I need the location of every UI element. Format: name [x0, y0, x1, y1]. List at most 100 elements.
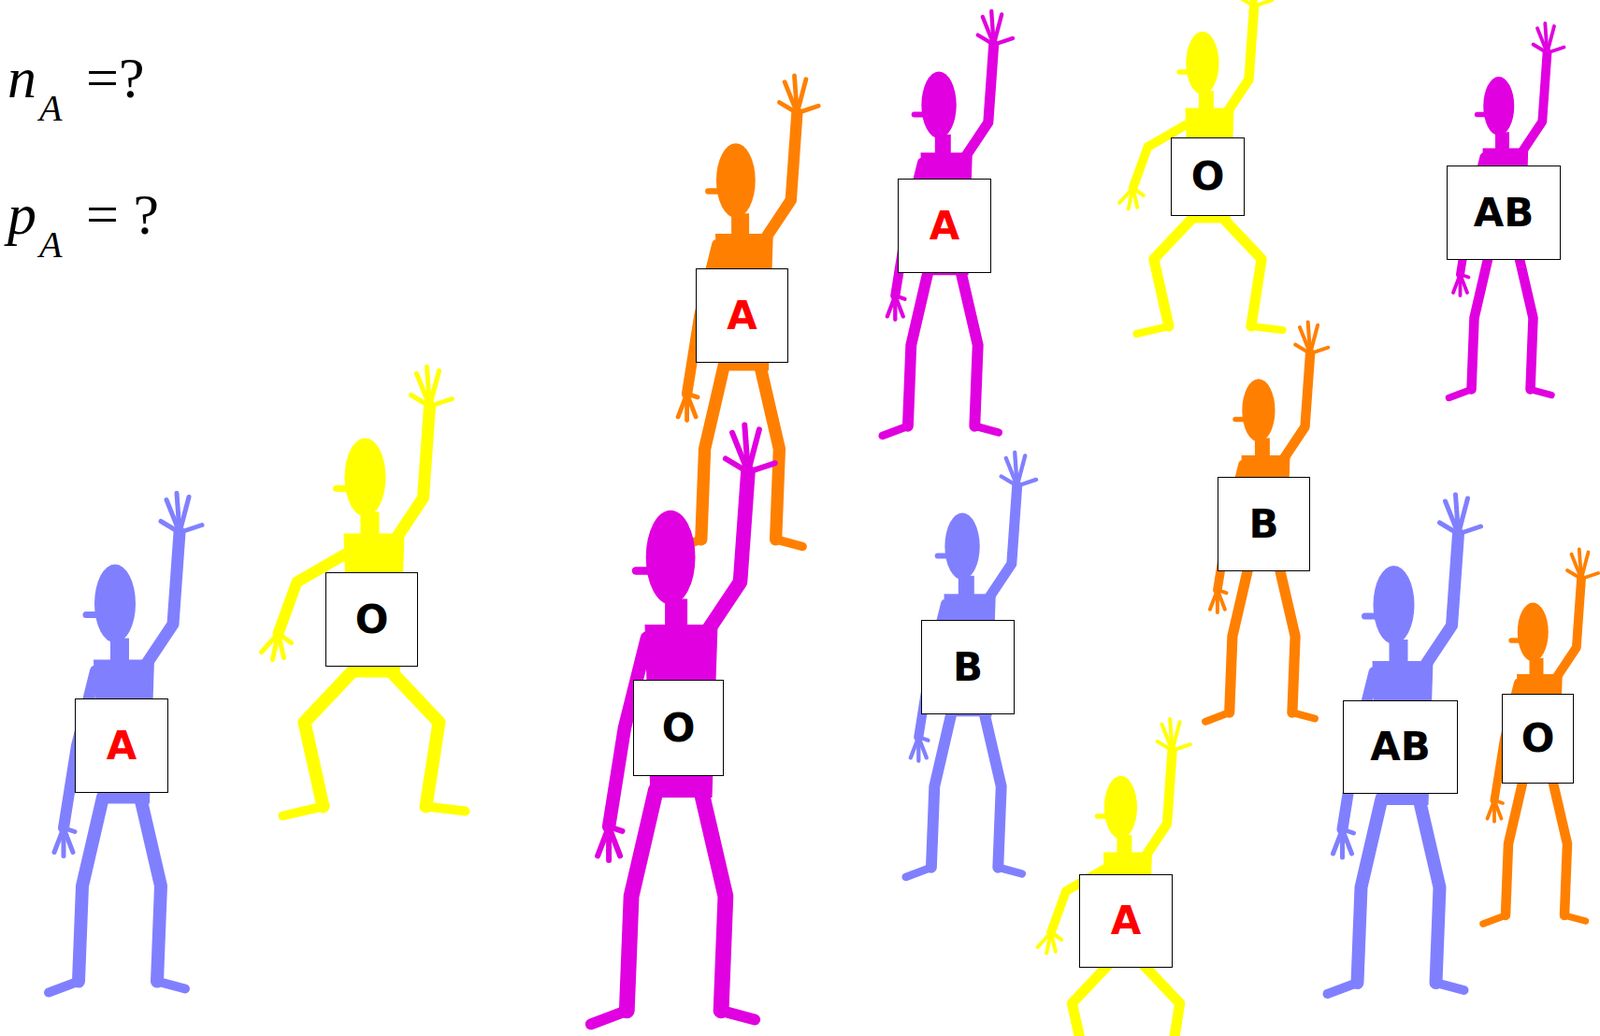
limb [626, 790, 656, 1011]
head [1185, 31, 1219, 95]
math-label: A [39, 89, 62, 128]
limb [1137, 326, 1169, 334]
limb [411, 395, 431, 407]
limb [1555, 578, 1582, 679]
limb [1133, 187, 1144, 196]
blood-type-box: A [695, 268, 789, 363]
blood-type-label: A [929, 206, 961, 246]
limb [1521, 53, 1548, 154]
limb [908, 269, 929, 426]
limb [1440, 522, 1459, 534]
limb [1051, 932, 1062, 940]
blood-type-label: AB [1473, 193, 1535, 233]
limb [426, 807, 466, 812]
limb [706, 472, 749, 634]
limb [1310, 325, 1318, 354]
limb [796, 105, 819, 114]
head [716, 143, 756, 218]
limb [960, 269, 979, 426]
limb [778, 102, 797, 114]
limb [283, 807, 324, 817]
limb [160, 521, 180, 534]
head [921, 72, 956, 139]
math-label: =? [86, 48, 145, 107]
limb [1239, 0, 1255, 7]
limb [1254, 0, 1272, 6]
limb [635, 566, 657, 575]
limb [48, 981, 79, 994]
head [1104, 776, 1138, 839]
stick-figure [906, 452, 1037, 878]
limb [1530, 389, 1553, 396]
limb [994, 14, 1003, 44]
limb [140, 797, 161, 982]
limb [1157, 741, 1173, 751]
limb [1172, 721, 1181, 750]
limb [590, 1010, 627, 1024]
blood-type-box: O [1170, 137, 1245, 217]
head [1241, 378, 1275, 442]
blood-type-box: AB [1446, 165, 1561, 260]
blood-type-box: AB [1342, 700, 1458, 794]
limb [1017, 479, 1037, 487]
limb [1001, 476, 1018, 487]
blood-type-box: B [1217, 476, 1311, 572]
stick-figure [1483, 549, 1599, 925]
blood-type-box: O [633, 679, 724, 777]
limb [1419, 798, 1441, 983]
head [1483, 76, 1514, 136]
limb [430, 371, 440, 407]
limb [1310, 347, 1328, 354]
limb [157, 981, 186, 990]
limb [1205, 712, 1230, 722]
limb [1217, 590, 1227, 593]
blood-type-box: O [1501, 693, 1574, 784]
limb [179, 525, 202, 534]
limb [1172, 744, 1191, 750]
math-label: n [7, 48, 37, 107]
limb [390, 671, 440, 808]
limb [1458, 526, 1482, 534]
blood-type-box: O [325, 572, 419, 667]
limb [748, 429, 760, 473]
limb [86, 611, 103, 619]
head [944, 513, 980, 580]
limb [1153, 217, 1194, 327]
limb [1477, 112, 1491, 117]
limb [882, 426, 909, 436]
limb [1483, 915, 1506, 924]
limb [1505, 777, 1525, 916]
limb [1282, 353, 1312, 461]
blood-type-label: O [1191, 157, 1226, 197]
limb [914, 112, 929, 118]
limb [1223, 217, 1263, 327]
limb [937, 553, 952, 560]
limb [395, 406, 431, 541]
limb [748, 462, 776, 473]
limb [1357, 798, 1383, 983]
blood-type-box: A [897, 178, 992, 274]
limb [1071, 962, 1111, 1036]
limb [304, 671, 354, 808]
blood-type-box: A [74, 698, 169, 793]
stick-figure [1037, 719, 1201, 1036]
blood-type-box: B [921, 619, 1015, 715]
limb [796, 79, 807, 114]
limb [1342, 829, 1355, 834]
blood-type-label: A [726, 296, 758, 336]
blood-type-label: A [1110, 901, 1142, 941]
math-label: p [7, 185, 37, 244]
limb [894, 295, 905, 299]
limb [1460, 274, 1470, 278]
limb [78, 797, 103, 982]
limb [1097, 813, 1111, 820]
limb [1251, 326, 1283, 331]
limb [760, 364, 780, 540]
limb [725, 459, 749, 473]
blood-type-label: O [662, 708, 696, 749]
limb [701, 790, 726, 1011]
limb [707, 187, 724, 195]
limb [144, 533, 180, 667]
limb [1235, 417, 1249, 423]
head [646, 510, 696, 606]
